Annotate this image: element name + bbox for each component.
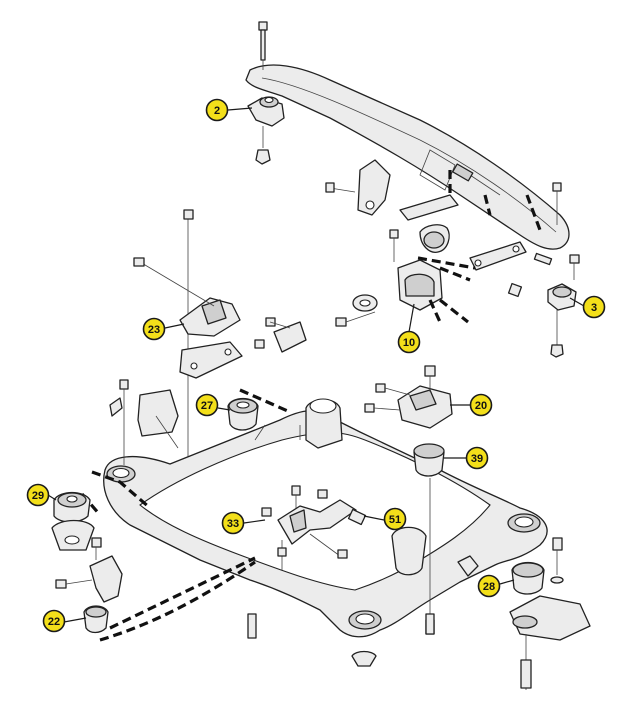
mount-part-28 <box>509 537 591 690</box>
callout-10: 10 <box>397 330 421 354</box>
callout-23: 23 <box>142 317 166 341</box>
callout-label: 20 <box>475 400 487 412</box>
bracket-part-2 <box>247 96 285 165</box>
callout-51: 51 <box>383 507 407 531</box>
callout-28: 28 <box>477 574 501 598</box>
right-bolt-stack <box>547 182 580 358</box>
callout-label: 39 <box>471 453 483 465</box>
callout-label: 10 <box>403 337 415 349</box>
bottom-hardware <box>247 613 435 667</box>
upper-crossmember <box>245 64 570 250</box>
mount-part-27 <box>227 397 259 431</box>
callout-22: 22 <box>42 609 66 633</box>
leader-lines <box>47 107 585 623</box>
callout-label: 29 <box>32 490 44 502</box>
callout-label: 2 <box>214 105 220 117</box>
mount-part-39 <box>413 443 445 635</box>
mount-part-23 <box>133 209 307 478</box>
callout-label: 33 <box>227 518 239 530</box>
mount-part-20 <box>364 365 453 429</box>
left-mount-group <box>51 379 179 634</box>
mount-part-10 <box>335 229 469 327</box>
callout-39: 39 <box>465 446 489 470</box>
top-bolt <box>258 21 268 70</box>
callout-33: 33 <box>221 511 245 535</box>
callout-20: 20 <box>469 393 493 417</box>
callout-label: 3 <box>591 302 597 314</box>
callout-27: 27 <box>195 393 219 417</box>
callout-label: 22 <box>48 616 60 628</box>
torque-rod-bracket <box>325 159 553 298</box>
callout-label: 51 <box>389 514 401 526</box>
callout-label: 28 <box>483 581 495 593</box>
callout-29: 29 <box>26 483 50 507</box>
callout-3: 3 <box>582 295 606 319</box>
callout-2: 2 <box>205 98 229 122</box>
callout-label: 23 <box>148 324 160 336</box>
callout-label: 27 <box>201 400 213 412</box>
mount-part-33 <box>261 485 367 570</box>
